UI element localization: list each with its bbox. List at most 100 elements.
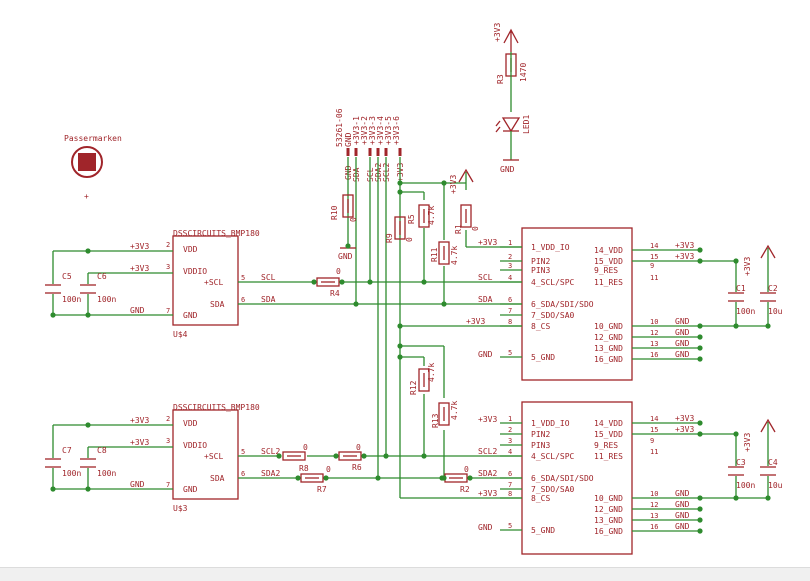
chip-right-pin-num: 14 (650, 242, 658, 250)
net-sda-left: SDA (261, 295, 276, 304)
junctions (50, 180, 771, 534)
sensor-u4-pin-sda: SDA (210, 300, 225, 309)
net-u4-vdd: +3V3 (130, 242, 149, 251)
sensor-u3-num-7: 7 (166, 481, 170, 489)
junction-dot (397, 180, 403, 186)
sensor-u4-pin-gnd: GND (183, 311, 198, 320)
resistor-ref: R6 (352, 463, 362, 472)
chip-right-pin-num: 14 (650, 415, 658, 423)
chip-right-pin-label: 11_RES (594, 278, 623, 287)
sensor-u4-num-6: 6 (241, 296, 245, 304)
connector-pin-label: +3V3-5 (384, 116, 393, 145)
junction-dot (383, 453, 389, 459)
chip-left-pin-num: 5 (508, 522, 512, 530)
resistor-value: 0 (349, 217, 358, 222)
chip1-13-net: GND (675, 339, 690, 348)
chip-right-pin-label: 14_VDD (594, 419, 623, 428)
junction-dot (295, 475, 301, 481)
capacitor-value: 100n (62, 295, 81, 304)
chip-left-pin-label: PIN2 (531, 430, 550, 439)
chip-left-pin-label: PIN3 (531, 441, 550, 450)
chip2-15-net: +3V3 (675, 425, 694, 434)
junction-dot (467, 475, 473, 481)
chip-right-pin-num: 13 (650, 512, 658, 520)
sensor-u3: DSSCIRCUITS_BMP180 U$3 VDD VDDIO +SCL SD… (166, 403, 260, 513)
resistor-ref: R1 (454, 224, 463, 234)
sensor-u3-pin-gnd: GND (183, 485, 198, 494)
sensor-u4-num-5: 5 (241, 274, 245, 282)
chip-left-pin-num: 2 (508, 426, 512, 434)
junction-dot (361, 453, 367, 459)
junction-dot (50, 312, 56, 318)
chip-left-pin-label: 6_SDA/SDI/SDO (531, 474, 594, 483)
junction-dot (397, 343, 403, 349)
chip-left-pin-num: 8 (508, 490, 512, 498)
chip2-10-net: GND (675, 489, 690, 498)
chip-right-pin-num: 15 (650, 253, 658, 261)
chip-left-pin-num: 3 (508, 262, 512, 270)
sensor-u4-pin-scl: +SCL (204, 278, 223, 287)
junction-dot (345, 243, 351, 249)
chip-left-pin-num: 4 (508, 274, 512, 282)
junction-dot (733, 323, 739, 329)
sensor-net-labels: +3V3 +3V3 GND +3V3 +3V3 GND SCL SDA SCL2… (130, 238, 497, 532)
net-u4-gnd: GND (130, 306, 145, 315)
led-section: +3V3 R3 1470 LED1 GND (493, 23, 531, 174)
junction-dot (697, 258, 703, 264)
connector-pin (376, 148, 380, 156)
resistor-body (438, 241, 450, 265)
resistor-value: 4.7k (450, 401, 459, 420)
resistor-ref: R12 (409, 380, 418, 395)
junction-dot (333, 453, 339, 459)
sensor-u3-pin-sda: SDA (210, 474, 225, 483)
connector-pin (368, 148, 372, 156)
chip-left-pin-num: 6 (508, 470, 512, 478)
chip-left-pin-num: 8 (508, 318, 512, 326)
sensor-power-wires (52, 250, 522, 490)
chip-right-pin-num: 11 (650, 274, 658, 282)
resistor-body (438, 402, 450, 426)
resistor-value: 0 (336, 267, 341, 276)
connector-pin-label: +3V3-1 (352, 116, 361, 145)
led-supply-label: +3V3 (493, 23, 502, 42)
chip-right-pin-num: 13 (650, 340, 658, 348)
capacitor-value: 100n (736, 307, 755, 316)
junction-dot (85, 486, 91, 492)
resistor-value: 0 (356, 443, 361, 452)
chip-right-pin-num: 10 (650, 490, 658, 498)
junction-dot (697, 431, 703, 437)
chip-right-pin-num: 9 (650, 437, 654, 445)
net-scl2-right: SCL2 (478, 447, 497, 456)
chip1-12-net: GND (675, 328, 690, 337)
chip-left-pin-num: 1 (508, 415, 512, 423)
chip-right-pin-label: 16_GND (594, 355, 623, 364)
chip-right-pin-label: 10_GND (594, 494, 623, 503)
chip-left-pin-label: 4_SCL/SPC (531, 452, 575, 461)
chip-left-pin-label: 7_SDO/SA0 (531, 485, 575, 494)
chip-right-pin-num: 15 (650, 426, 658, 434)
resistor-body (418, 368, 430, 392)
junction-dot (441, 301, 447, 307)
net-sda-right: SDA (478, 295, 493, 304)
connector-pin (354, 148, 358, 156)
capacitor-value: 100n (736, 481, 755, 490)
capacitor-ref: C1 (736, 284, 746, 293)
sensor-u3-pin-vddio: VDDIO (183, 441, 207, 450)
chip-right-pin-label: 13_GND (594, 344, 623, 353)
sensor-u3-num-3: 3 (166, 437, 170, 445)
chip1-14-net: +3V3 (675, 241, 694, 250)
capacitor-value: 10u (768, 481, 783, 490)
junction-dot (421, 279, 427, 285)
sensor-u4-num-2: 2 (166, 241, 170, 249)
net-u3-vddio: +3V3 (130, 438, 149, 447)
chip1-15-net: +3V3 (675, 252, 694, 261)
resistor-value: 4.7k (450, 246, 459, 265)
resistor-value: 4.7k (427, 363, 436, 382)
r1-supply-label: +3V3 (449, 175, 458, 194)
chip-right-pin-label: 15_VDD (594, 430, 623, 439)
connector-name: 53261-06 (335, 108, 344, 147)
net-chip1-vddio: +3V3 (478, 238, 497, 247)
chip-left-pin-label: 1_VDD_IO (531, 243, 570, 252)
connector-pin (384, 148, 388, 156)
chip1-16-net: GND (675, 350, 690, 359)
